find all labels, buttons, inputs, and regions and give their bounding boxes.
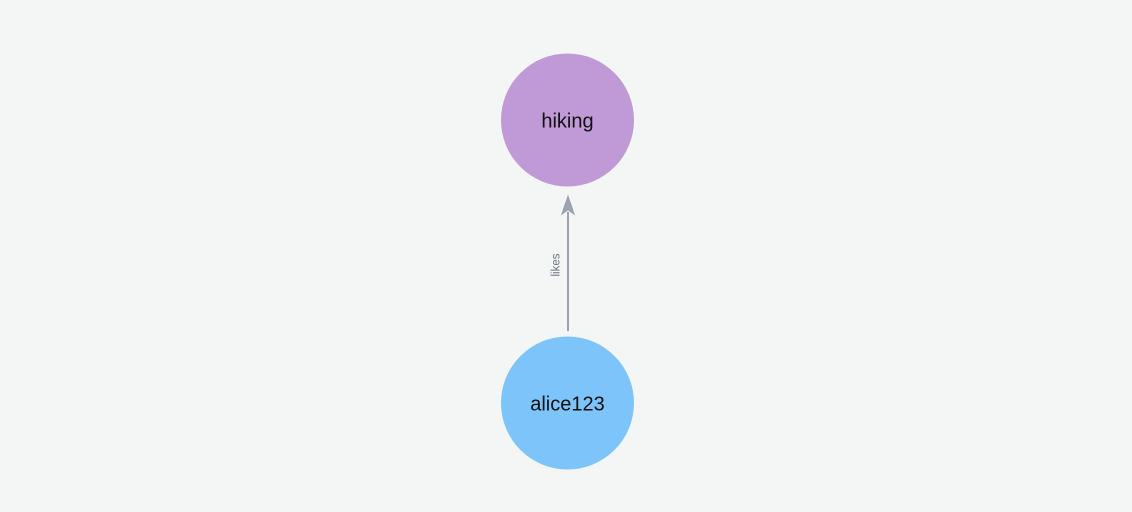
graph-node-hiking[interactable]: hiking xyxy=(501,53,634,187)
node-circle-alice123[interactable] xyxy=(501,336,634,470)
arrowhead-icon xyxy=(560,194,576,216)
edge-label-likes: likes xyxy=(551,253,563,276)
node-label-hiking: hiking xyxy=(541,111,593,133)
graph-node-alice123[interactable]: alice123 xyxy=(501,336,634,470)
node-label-alice123: alice123 xyxy=(530,394,605,416)
graph-edge-alice123-likes-hiking[interactable]: likes xyxy=(551,194,576,332)
node-circle-hiking[interactable] xyxy=(501,53,634,187)
